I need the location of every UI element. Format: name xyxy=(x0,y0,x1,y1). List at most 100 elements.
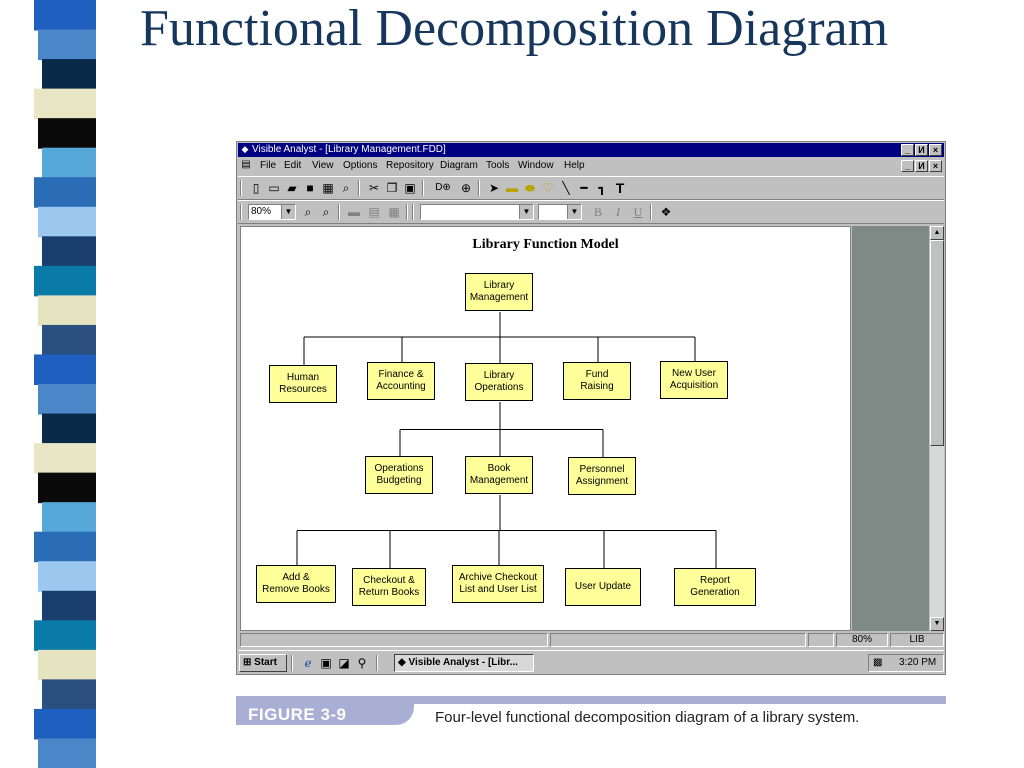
node-archive-checkout-list[interactable]: Archive Checkout List and User List xyxy=(452,565,544,603)
zoom-in-icon[interactable]: ⌕ xyxy=(304,205,312,219)
figure-label: FIGURE 3-9 xyxy=(248,705,347,724)
scroll-up-icon[interactable]: ▲ xyxy=(930,226,944,240)
diagram-title: Library Function Model xyxy=(472,237,619,252)
status-indicator-pane xyxy=(808,633,834,647)
node-library-management[interactable]: Library Management xyxy=(465,273,533,311)
scheduler-icon[interactable]: ▩ xyxy=(873,657,883,668)
save-icon[interactable]: ■ xyxy=(306,181,314,195)
node-user-update[interactable]: User Update xyxy=(565,568,641,606)
distribute-icon[interactable]: ▤ xyxy=(368,205,380,219)
line-tool-icon[interactable]: ╲ xyxy=(562,181,570,195)
standard-toolbar: ▯ ▭ ▰ ■ ▦ ⌕ ✂ ❐ ▣ D⊕ ⊕ ➤ ▬ ⬬ ♡ ╲ ━ ┓ T xyxy=(238,176,944,200)
cut-icon[interactable]: ✂ xyxy=(368,181,380,195)
channels-icon[interactable]: ⚲ xyxy=(357,656,367,670)
scroll-down-icon[interactable]: ▼ xyxy=(930,617,944,631)
toolbar-separator xyxy=(422,180,424,196)
node-book-management[interactable]: Book Management xyxy=(465,456,533,494)
rectangle-tool-icon[interactable]: ▬ xyxy=(506,181,518,195)
object-browser-icon[interactable]: ⊕ xyxy=(460,181,472,195)
copy-icon[interactable]: ❐ xyxy=(386,181,398,195)
stripe-band xyxy=(38,295,96,326)
caption-rule xyxy=(236,696,946,704)
underline-button[interactable]: U xyxy=(633,205,643,219)
menu-options[interactable]: Options xyxy=(343,160,378,171)
node-library-operations[interactable]: Library Operations xyxy=(465,363,533,401)
node-checkout-return-books[interactable]: Checkout & Return Books xyxy=(352,568,426,606)
bold-button[interactable]: B xyxy=(593,205,602,219)
scroll-thumb[interactable] xyxy=(930,240,944,446)
stripe-band xyxy=(34,531,96,563)
font-size-dropdown-icon[interactable]: ▼ xyxy=(567,205,581,219)
elbow-line-tool-icon[interactable]: ┓ xyxy=(598,181,606,195)
restore-button[interactable]: И xyxy=(915,144,928,156)
menu-diagram[interactable]: Diagram xyxy=(440,160,478,171)
app-icon[interactable]: ◆ xyxy=(241,144,249,154)
menu-file[interactable]: File xyxy=(260,160,277,171)
text-tool-icon[interactable]: T xyxy=(615,180,625,196)
pointer-tool-icon[interactable]: ➤ xyxy=(488,181,500,195)
task-button-visible-analyst[interactable]: ◆ Visible Analyst - [Libr... xyxy=(394,654,534,672)
node-finance-accounting[interactable]: Finance & Accounting xyxy=(367,362,435,400)
menu-bar: ▤ File Edit View Options Repository Diag… xyxy=(238,158,944,174)
menu-help[interactable]: Help xyxy=(564,160,585,171)
quick-launch-icon[interactable]: ◪ xyxy=(338,656,350,670)
window-titlebar[interactable]: ◆ Visible Analyst - [Library Management.… xyxy=(238,143,944,157)
toolbar-grip xyxy=(240,180,242,196)
minimize-button[interactable]: _ xyxy=(901,144,914,156)
align-icon[interactable]: ▬ xyxy=(348,205,360,219)
close-button[interactable]: × xyxy=(929,144,942,156)
open-folder-icon[interactable]: ▰ xyxy=(287,181,297,195)
menu-tools[interactable]: Tools xyxy=(486,160,510,171)
browser-icon[interactable]: ℯ xyxy=(304,656,312,670)
doc-minimize-button[interactable]: _ xyxy=(901,160,914,172)
repository-icon[interactable]: ▯ xyxy=(252,181,260,195)
stripe-band xyxy=(38,649,96,681)
toolbar-separator xyxy=(412,204,414,220)
stripe-band xyxy=(42,147,96,179)
rounded-box-tool-icon[interactable]: ⬬ xyxy=(524,181,536,195)
connector-tool-icon[interactable]: ♡ xyxy=(542,181,554,195)
clock[interactable]: 3:20 PM xyxy=(899,657,937,668)
node-human-resources[interactable]: Human Resources xyxy=(269,365,337,403)
find-icon[interactable]: ⌕ xyxy=(342,181,350,195)
node-operations-budgeting[interactable]: Operations Budgeting xyxy=(365,456,433,494)
new-file-icon[interactable]: ▭ xyxy=(268,181,280,195)
vertical-scrollbar[interactable]: ▲ ▼ xyxy=(930,226,944,631)
grid-icon[interactable]: ▦ xyxy=(388,205,400,219)
stripe-band xyxy=(38,738,96,768)
zoom-dropdown-icon[interactable]: ▼ xyxy=(281,205,295,219)
paste-icon[interactable]: ▣ xyxy=(404,181,416,195)
node-report-generation[interactable]: Report Generation xyxy=(674,568,756,606)
font-dropdown-icon[interactable]: ▼ xyxy=(519,205,533,219)
node-add-remove-books[interactable]: Add & Remove Books xyxy=(256,565,336,603)
stripe-band xyxy=(34,620,96,651)
figure-caption: Four-level functional decomposition diag… xyxy=(435,709,860,726)
status-zoom: 80% xyxy=(836,633,888,647)
menu-view[interactable]: View xyxy=(312,160,334,171)
doc-restore-button[interactable]: И xyxy=(915,160,928,172)
menu-repository[interactable]: Repository xyxy=(386,160,434,171)
diagram-canvas[interactable]: Library Function Model Library Managemen… xyxy=(240,226,851,631)
toolbar-separator xyxy=(338,204,340,220)
color-palette-icon[interactable]: ❖ xyxy=(660,205,672,219)
zoom-select[interactable]: 80% ▼ xyxy=(248,204,296,220)
zoom-out-icon[interactable]: ⌕ xyxy=(322,205,330,219)
print-icon[interactable]: ▦ xyxy=(322,181,334,195)
font-size-select[interactable]: ▼ xyxy=(538,204,582,220)
stripe-band xyxy=(34,177,96,208)
node-fund-raising[interactable]: Fund Raising xyxy=(563,362,631,400)
desktop-icon[interactable]: ▣ xyxy=(320,656,332,670)
horizontal-line-tool-icon[interactable]: ━ xyxy=(580,181,588,195)
menu-window[interactable]: Window xyxy=(518,160,554,171)
start-button[interactable]: ⊞ Start xyxy=(239,654,287,672)
menu-edit[interactable]: Edit xyxy=(284,160,302,171)
define-object-icon[interactable]: D⊕ xyxy=(435,182,451,193)
node-personnel-assignment[interactable]: Personnel Assignment xyxy=(568,457,636,495)
window-title: Visible Analyst - [Library Management.FD… xyxy=(252,144,446,155)
doc-close-button[interactable]: × xyxy=(929,160,942,172)
node-new-user-acquisition[interactable]: New User Acquisition xyxy=(660,361,728,399)
document-icon[interactable]: ▤ xyxy=(241,159,251,170)
italic-button[interactable]: I xyxy=(616,205,620,219)
toolbar-separator xyxy=(406,204,408,220)
font-select[interactable]: ▼ xyxy=(420,204,534,220)
